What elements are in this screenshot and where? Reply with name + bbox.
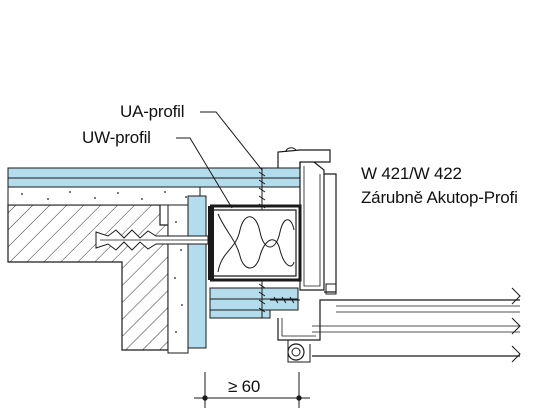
insulation: [217, 213, 295, 273]
uw-profile-label: UW-profil: [82, 128, 151, 147]
door-frame: [277, 149, 337, 363]
profile-web: [208, 206, 214, 280]
plaster-top: [7, 186, 201, 206]
wall-anchor: [95, 229, 209, 251]
masonry-wall: [7, 204, 169, 351]
dimension-line: [194, 372, 310, 408]
board-horizontal-2: [7, 177, 301, 188]
system-code-label: W 421/W 422: [361, 164, 462, 183]
leader-uw-profile: [176, 137, 233, 209]
board-lower-1: [209, 287, 299, 300]
door-leaf: [312, 287, 521, 363]
board-lower-3: [209, 309, 271, 319]
uw-ua-profile: [210, 204, 302, 282]
ua-profile-label: UA-profil: [120, 102, 185, 121]
board-horizontal-1: [7, 167, 301, 179]
frame-top-seal: [285, 147, 297, 153]
frame-name-label: Zárubně Akutop-Profi: [361, 188, 518, 207]
ua-profile-inner: [214, 209, 297, 277]
board-vertical-outer: [187, 195, 207, 349]
plaster-side: [167, 204, 189, 354]
plaster-dots: [21, 191, 187, 333]
dimension-label: ≥ 60: [228, 377, 261, 396]
leader-ua-profile: [200, 111, 263, 171]
screws: [258, 168, 300, 318]
